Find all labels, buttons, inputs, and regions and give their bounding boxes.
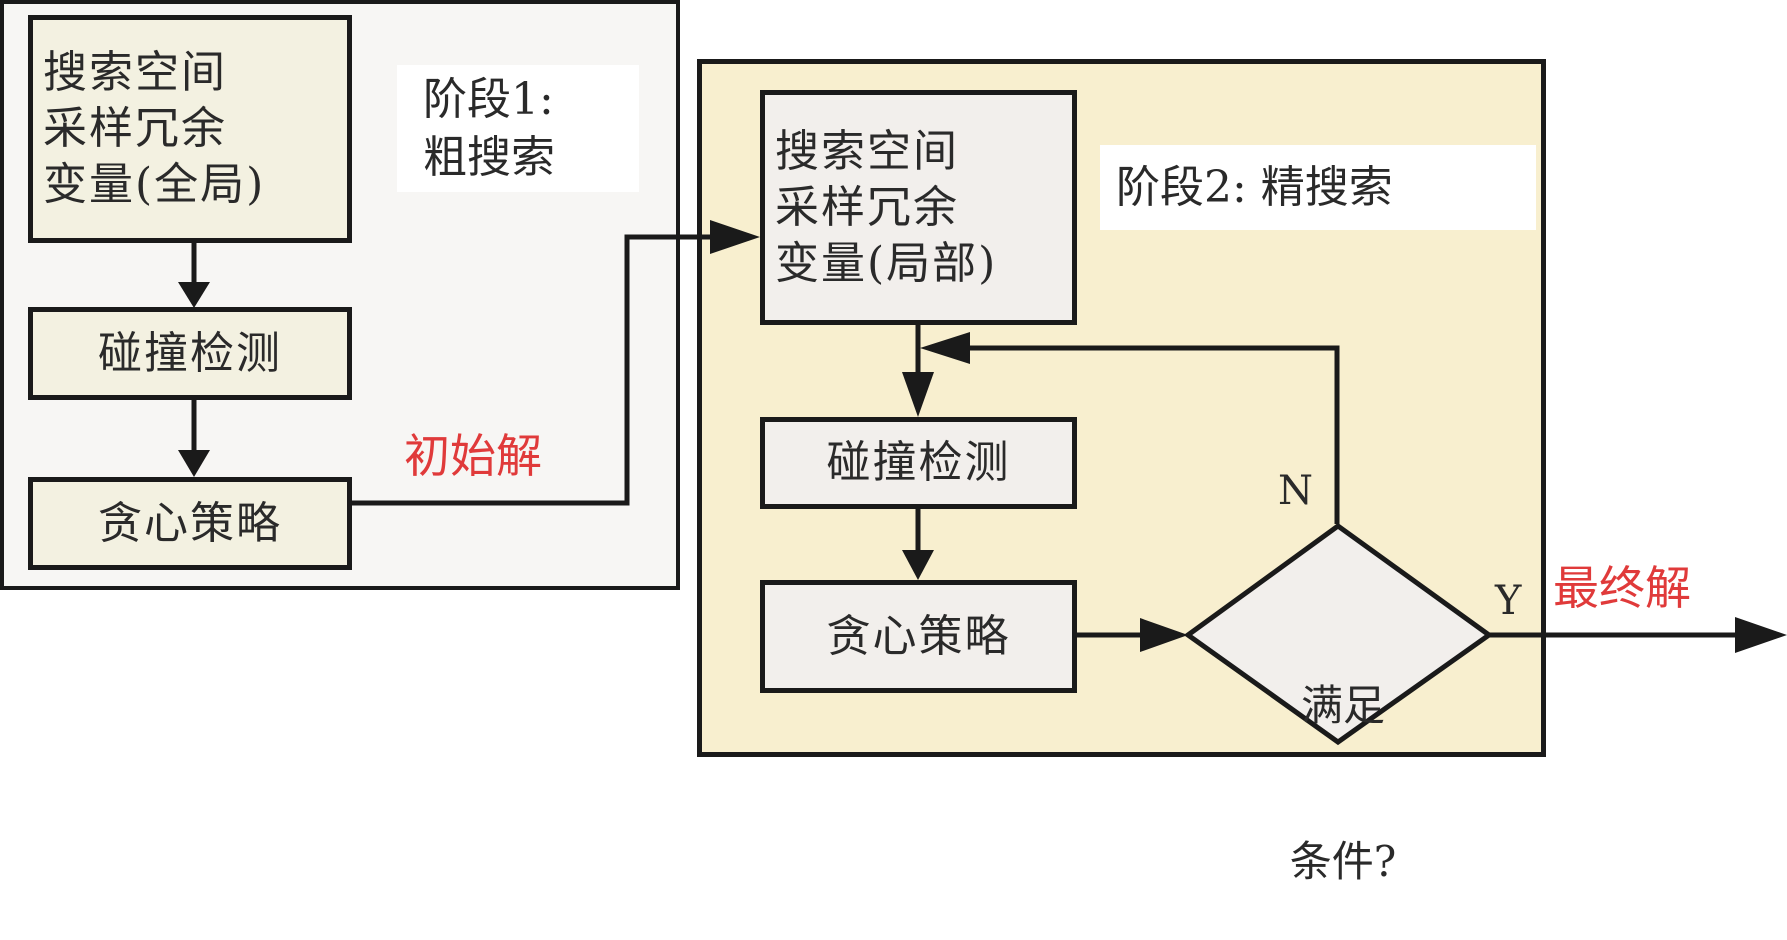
no-loop-connector — [960, 345, 1340, 524]
initial-solution-label: 初始解 — [404, 429, 542, 483]
stage1-greedy-text: 贪心策略 — [98, 497, 282, 549]
flow-connectors — [178, 220, 1787, 746]
arrow-head-s1-1 — [178, 282, 210, 308]
stage1-sampling-line3: 变量(全局) — [43, 159, 266, 210]
arrow-head-loop — [920, 332, 970, 364]
stage1-sampling-line2: 采样冗余 — [43, 103, 227, 154]
stage2-collision-text: 碰撞检测 — [826, 437, 1011, 488]
stage2-sampling-line2: 采样冗余 — [775, 181, 959, 233]
stage1-greedy-box[interactable]: 贪心策略 — [28, 477, 352, 570]
decision-line2: 条件? — [1289, 837, 1397, 886]
arrow-head-s1-2 — [178, 450, 210, 477]
arrow-head-s2-1 — [902, 372, 934, 417]
decision-text[interactable]: 满足 条件? — [1268, 576, 1418, 940]
decision-line1: 满足 — [1300, 681, 1385, 730]
stage1-label-line2: 粗搜索 — [423, 131, 555, 183]
stage1-sampling-line1: 搜索空间 — [43, 47, 227, 98]
stage2-label: 阶段2: 精搜索 — [1100, 145, 1536, 230]
stage1-label-line1: 阶段1: — [423, 73, 554, 125]
stage1-label: 阶段1: 粗搜索 — [397, 65, 639, 192]
arrow-head-decision — [1140, 618, 1188, 652]
decision-diamond — [1183, 522, 1494, 746]
stage2-collision-box[interactable]: 碰撞检测 — [760, 417, 1077, 509]
arrow-head-initial — [710, 220, 760, 254]
arrow-head-s2-2 — [902, 550, 934, 580]
stage2-sampling-line1: 搜索空间 — [775, 125, 959, 177]
stage1-collision-text: 碰撞检测 — [98, 327, 282, 379]
arrow-head-final — [1735, 617, 1787, 653]
stage2-sampling-line3: 变量(局部) — [775, 237, 998, 289]
yes-label: Y — [1495, 578, 1522, 624]
stage2-sampling-box[interactable]: 搜索空间 采样冗余 变量(局部) — [760, 90, 1077, 325]
no-label: N — [1278, 468, 1313, 514]
stage1-collision-box[interactable]: 碰撞检测 — [28, 307, 352, 400]
initial-solution-connector — [352, 234, 715, 506]
final-solution-label: 最终解 — [1553, 561, 1691, 615]
stage2-greedy-text: 贪心策略 — [826, 610, 1011, 662]
stage2-label-text: 阶段2: 精搜索 — [1116, 161, 1393, 213]
stage2-greedy-box[interactable]: 贪心策略 — [760, 580, 1077, 693]
stage1-sampling-box[interactable]: 搜索空间 采样冗余 变量(全局) — [28, 15, 352, 243]
